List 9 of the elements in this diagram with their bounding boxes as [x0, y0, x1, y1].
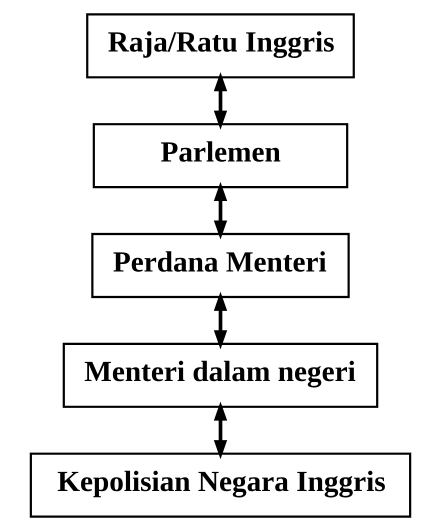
- arrow: [213, 72, 227, 130]
- node-box: Menteri dalam negeri: [62, 342, 378, 408]
- node-box: Perdana Menteri: [90, 232, 350, 298]
- node-box: Parlemen: [92, 123, 348, 188]
- arrow: [213, 182, 227, 240]
- arrow: [213, 292, 227, 350]
- node-box: Kepolisian Negara Inggris: [29, 452, 411, 518]
- node-box: Raja/Ratu Inggris: [86, 13, 354, 78]
- arrow: [213, 402, 227, 460]
